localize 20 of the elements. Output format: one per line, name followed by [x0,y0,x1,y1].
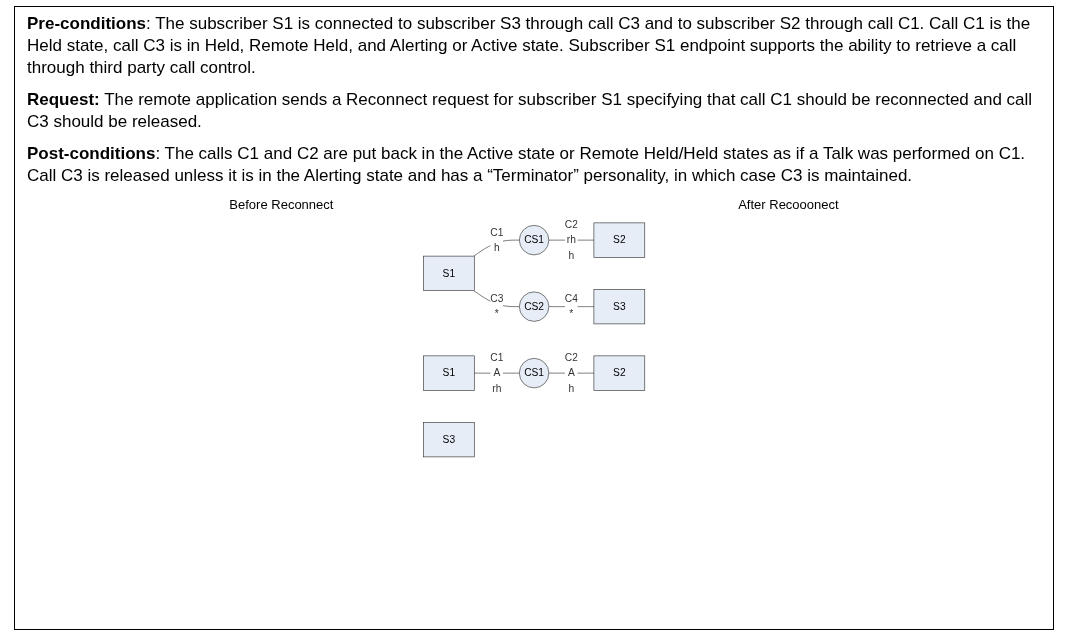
edge-label: C1 A rh [490,352,504,394]
edge-label: C4 * [564,293,578,320]
node-box: S2 [593,222,645,258]
node-circle: CS1 [518,225,550,256]
diagram-heading: Before Reconnect [229,197,334,212]
edge-label: C3 * [490,293,504,320]
paragraph: Request: The remote application sends a Reconnect request for subscriber S1 specifying that call C1 should be reconnected and call C3 should be released. [27,89,1034,133]
paragraph: Pre-conditions: The subscriber S1 is connected to subscriber S3 through call C3 and to subscriber S2 through call C1. Call C1 is the Held state, call C3 is in Held, Remote Held, and Alerting or Active state. Subscriber S1 endpoint supports the ability to retrieve a call through third party call control. [27,13,1032,79]
node-box: S1 [423,355,475,391]
edge-label: C1 h [490,226,504,253]
diagram-heading: After Recooonect [738,197,839,212]
node-box: S1 [423,255,475,291]
paragraph: Post-conditions: The calls C1 and C2 are put back in the Active state or Remote Held/Held states as if a Talk was performed on C1. Call C3 is released unless it is in the Alerting state and has a “Terminator” personality, in which case C3 is maintained. [27,143,1027,187]
node-box: S3 [423,422,475,458]
node-circle: CS2 [518,291,550,322]
edge-label: C2 A h [564,352,578,394]
node-box: S3 [593,289,645,325]
node-box: S2 [593,355,645,391]
node-circle: CS1 [518,358,550,389]
edge-label: C2 rh h [564,219,578,261]
